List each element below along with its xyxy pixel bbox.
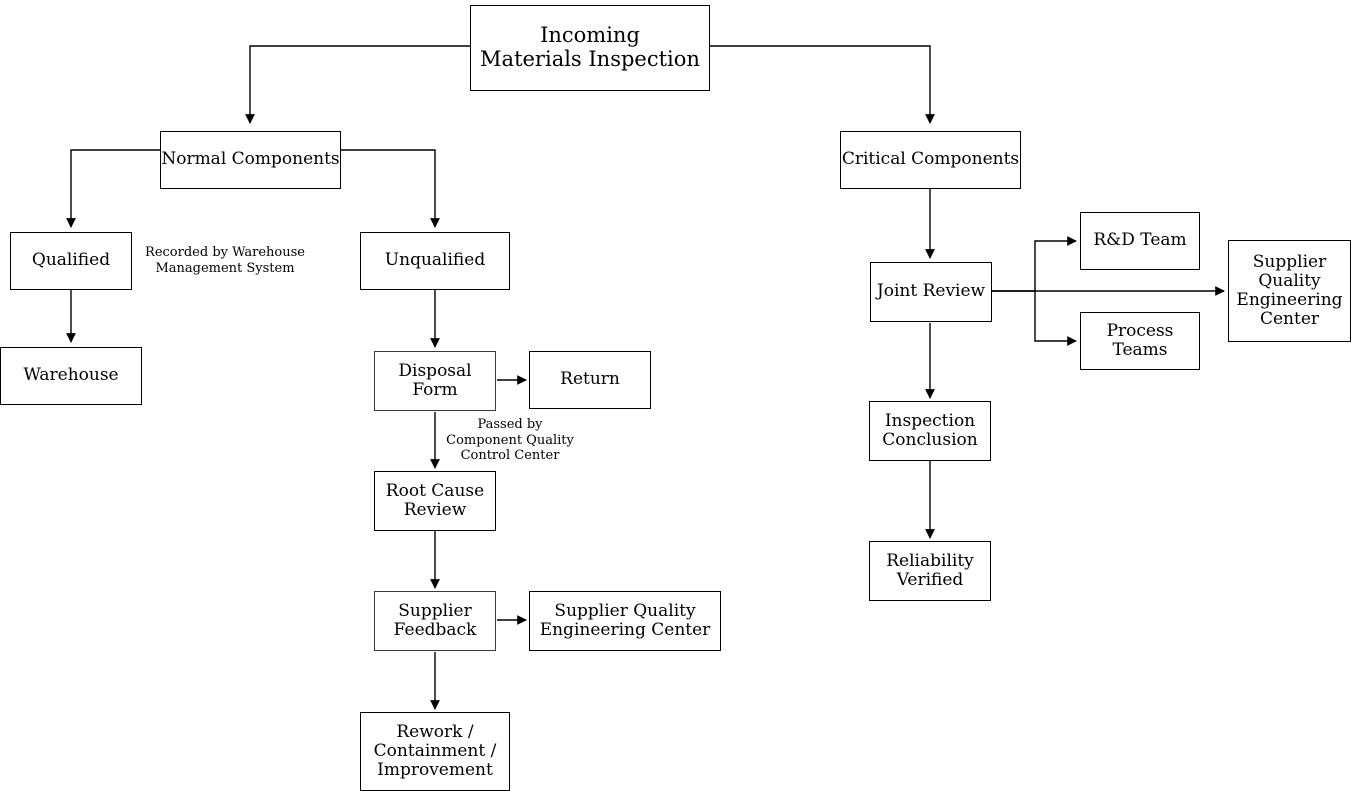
- node-process-teams[interactable]: Process Teams: [1080, 312, 1200, 370]
- node-rd-team[interactable]: R&D Team: [1080, 212, 1200, 270]
- node-normal-components[interactable]: Normal Components: [160, 131, 341, 189]
- node-disposal-form[interactable]: Disposal Form: [374, 351, 496, 411]
- edge-normal-to-qualified: [66, 149, 160, 228]
- node-root-cause-review[interactable]: Root Cause Review: [374, 471, 496, 531]
- edge-label-recorded-by-warehouse-management-system: Recorded by Warehouse Management System: [145, 245, 305, 276]
- node-supplier-quality-engineering-center-right[interactable]: Supplier Quality Engineering Center: [1228, 240, 1351, 342]
- node-return[interactable]: Return: [529, 351, 651, 409]
- node-qualified[interactable]: Qualified: [10, 232, 132, 290]
- node-joint-review[interactable]: Joint Review: [870, 262, 992, 322]
- node-inspection-conclusion[interactable]: Inspection Conclusion: [869, 401, 991, 461]
- node-reliability-verified[interactable]: Reliability Verified: [869, 541, 991, 601]
- edge-normal-to-unqualified: [341, 149, 440, 228]
- edge-incoming-to-critical: [710, 45, 935, 124]
- edge-jointreview-to-processteams: [1034, 291, 1077, 346]
- edge-incoming-to-normal: [245, 45, 470, 124]
- node-incoming-materials-inspection[interactable]: Incoming Materials Inspection: [470, 5, 710, 91]
- node-warehouse[interactable]: Warehouse: [0, 347, 142, 405]
- node-critical-components[interactable]: Critical Components: [840, 131, 1021, 189]
- edge-jointreview-to-rdteam: [992, 236, 1077, 292]
- edge-label-passed-by-component-quality-control-center: Passed by Component Quality Control Cent…: [446, 417, 574, 464]
- node-rework-containment-improvement[interactable]: Rework / Containment / Improvement: [360, 712, 510, 791]
- node-supplier-feedback[interactable]: Supplier Feedback: [374, 591, 496, 651]
- node-supplier-quality-engineering-center-center[interactable]: Supplier Quality Engineering Center: [529, 591, 721, 651]
- node-unqualified[interactable]: Unqualified: [360, 232, 510, 290]
